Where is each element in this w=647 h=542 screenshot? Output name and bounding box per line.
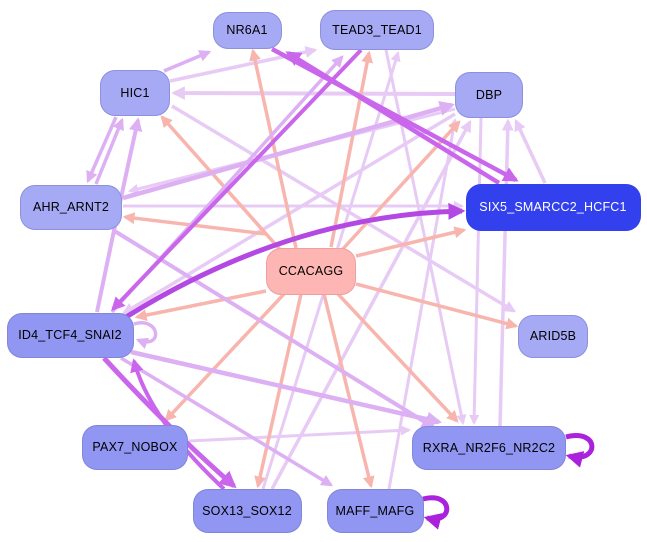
- node-label: MAFF_MAFG: [335, 504, 415, 518]
- edge-ccacagg-tead3_tead1: [329, 50, 374, 248]
- node-label: ID4_TCF4_SNAI2: [18, 328, 122, 342]
- node-six5_smarcc2_hcfc1[interactable]: SIX5_SMARCC2_HCFC1: [465, 183, 641, 231]
- edge-sox13_sox12-dbp: [270, 119, 472, 490]
- node-label: DBP: [475, 88, 503, 102]
- node-label: PAX7_NOBOX: [92, 440, 178, 454]
- node-id4_tcf4_snai2[interactable]: ID4_TCF4_SNAI2: [6, 312, 134, 358]
- edge-ahr_arnt2-rxra_nr2f6_nr2c2: [111, 228, 436, 429]
- edge-six5_smarcc2_hcfc1-nr6a1: [285, 51, 501, 185]
- edge-id4_tcf4_snai2-maff_mafg: [120, 356, 334, 487]
- edge-hic1-ahr_arnt2: [86, 116, 118, 184]
- edge-ccacagg-rxra_nr2f6_nr2c2: [336, 292, 459, 423]
- edge-six5_smarcc2_hcfc1-dbp: [514, 118, 547, 184]
- node-label: SIX5_SMARCC2_HCFC1: [479, 200, 627, 214]
- node-rxra_nr2f6_nr2c2[interactable]: RXRA_NR2F6_NR2C2: [412, 426, 566, 470]
- node-label: SOX13_SOX12: [202, 504, 292, 518]
- edge-ccacagg-maff_mafg: [322, 293, 375, 489]
- node-pax7_nobox[interactable]: PAX7_NOBOX: [82, 424, 188, 470]
- edge-dbp-hic1: [171, 86, 456, 100]
- node-maff_mafg[interactable]: MAFF_MAFG: [326, 489, 424, 533]
- edge-ahr_arnt2-hic1: [94, 117, 124, 185]
- node-nr6a1[interactable]: NR6A1: [212, 11, 282, 49]
- node-label: ARID5B: [529, 329, 577, 343]
- edge-dbp-rxra_nr2f6_nr2c2: [469, 117, 483, 426]
- edge-pax7_nobox-rxra_nr2f6_nr2c2: [188, 425, 412, 443]
- node-label: AHR_ARNT2: [32, 200, 110, 214]
- edge-ccacagg-six5_smarcc2_hcfc1: [355, 226, 467, 258]
- edge-ccacagg-pax7_nobox: [164, 292, 286, 422]
- node-label: RXRA_NR2F6_NR2C2: [422, 441, 556, 455]
- node-label: TEAD3_TEAD1: [332, 23, 422, 37]
- edge-id4_tcf4_snai2-six5_smarcc2_hcfc1: [124, 202, 466, 320]
- edge-ccacagg-nr6a1: [249, 48, 298, 249]
- edge-rxra_nr2f6_nr2c2-dbp: [498, 118, 514, 427]
- node-label: CCACAGG: [278, 264, 344, 278]
- edge-tead3_tead1-rxra_nr2f6_nr2c2: [384, 49, 467, 425]
- edge-id4_tcf4_snai2-id4_tcf4_snai2-self-loop: [133, 321, 158, 349]
- node-label: NR6A1: [226, 23, 268, 37]
- edge-hic1-arid5b: [171, 104, 517, 313]
- node-ccacagg[interactable]: CCACAGG: [266, 247, 356, 295]
- node-hic1[interactable]: HIC1: [100, 70, 170, 116]
- node-tead3_tead1[interactable]: TEAD3_TEAD1: [320, 10, 434, 50]
- edge-sox13_sox12-id4_tcf4_snai2: [130, 358, 226, 491]
- edge-ccacagg-id4_tcf4_snai2: [134, 289, 267, 321]
- node-sox13_sox12[interactable]: SOX13_SOX12: [192, 489, 302, 533]
- edge-ccacagg-dbp: [339, 120, 461, 253]
- node-ahr_arnt2[interactable]: AHR_ARNT2: [20, 184, 122, 230]
- edge-ccacagg-hic1: [160, 115, 286, 256]
- edge-maff_mafg-dbp: [387, 117, 459, 490]
- edge-hic1-nr6a1: [163, 50, 212, 73]
- edge-maff_mafg-maff_mafg-self-loop: [422, 495, 450, 530]
- node-label: HIC1: [120, 86, 150, 100]
- edge-tead3_tead1-id4_tcf4_snai2: [111, 48, 363, 311]
- node-arid5b[interactable]: ARID5B: [518, 314, 588, 358]
- edge-ccacagg-sox13_sox12: [254, 293, 303, 489]
- node-dbp[interactable]: DBP: [455, 72, 523, 118]
- edge-id4_tcf4_snai2-rxra_nr2f6_nr2c2: [130, 349, 442, 427]
- edge-ccacagg-arid5b: [355, 282, 519, 330]
- edge-rxra_nr2f6_nr2c2-rxra_nr2f6_nr2c2-self-loop: [565, 433, 595, 468]
